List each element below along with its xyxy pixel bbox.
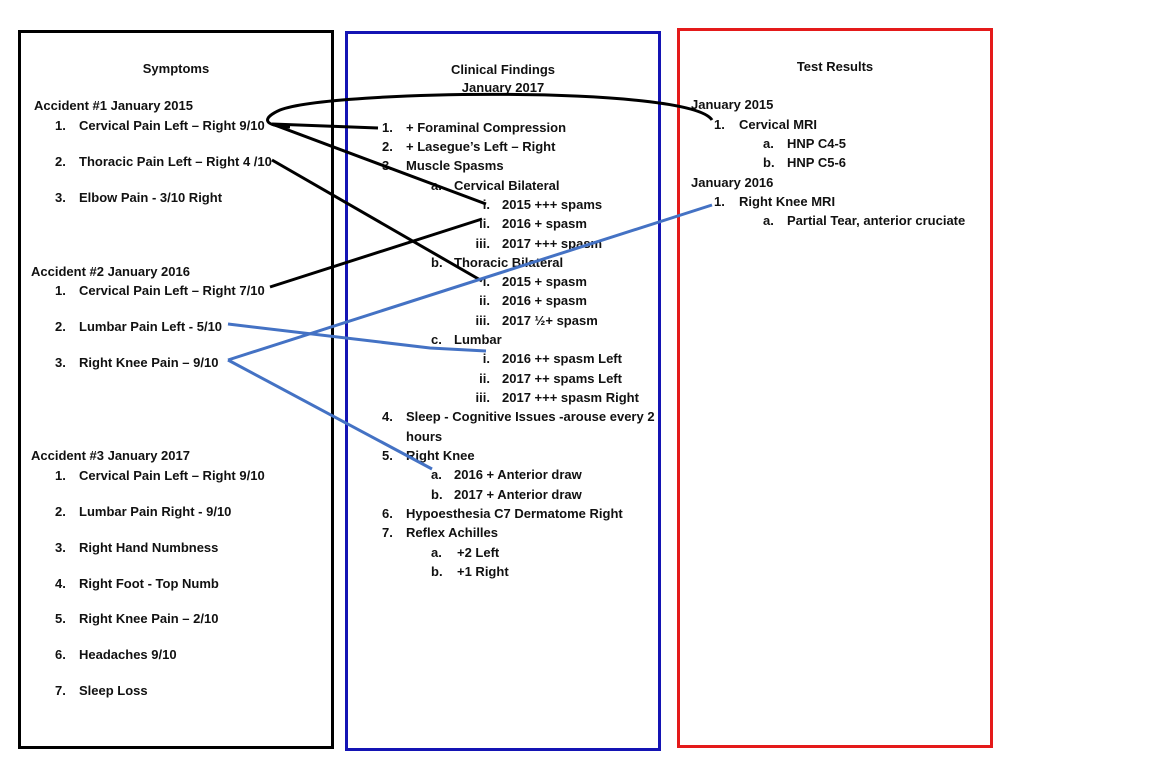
finding-subitem: 2016 + Anterior draw: [454, 467, 582, 482]
list-roman: i.: [482, 274, 490, 289]
symptom-item: Right Foot - Top Numb: [79, 576, 219, 591]
test-year-2015: January 2015: [691, 97, 774, 112]
finding-subitem: +2 Left: [457, 545, 500, 560]
symptoms-title: Symptoms: [142, 61, 210, 76]
finding-subsubitem: 2016 + spasm: [502, 216, 587, 231]
symptoms-column: [18, 30, 334, 749]
list-letter: b.: [431, 487, 443, 502]
list-letter: c.: [431, 332, 442, 347]
list-number: 5.: [55, 611, 66, 626]
list-roman: i.: [482, 197, 490, 212]
symptom-item: Right Hand Numbness: [79, 540, 219, 555]
finding-subsubitem: 2017 +++ spasm Right: [502, 390, 639, 405]
finding-subsubitem: 2015 + spasm: [502, 274, 587, 289]
list-roman: ii.: [479, 293, 490, 308]
list-letter: b.: [431, 564, 443, 579]
list-number: 3.: [55, 190, 66, 205]
list-number: 2.: [382, 139, 393, 154]
list-number: 1.: [714, 117, 725, 132]
list-number: 7.: [55, 683, 66, 698]
test-item: Right Knee MRI: [739, 194, 836, 209]
list-letter: b.: [431, 255, 443, 270]
list-number: 4.: [382, 409, 393, 424]
list-number: 3.: [382, 158, 393, 173]
test-subitem: HNP C4-5: [787, 136, 847, 151]
finding-subitem: 2017 + Anterior draw: [454, 487, 582, 502]
list-number: 1.: [55, 283, 66, 298]
finding-subitem: Cervical Bilateral: [454, 178, 560, 193]
test-subitem: Partial Tear, anterior cruciate: [787, 213, 966, 228]
finding-subitem: Lumbar: [454, 332, 502, 347]
symptom-item: Lumbar Pain Left - 5/10: [79, 319, 223, 334]
list-roman: iii.: [475, 236, 490, 251]
list-letter: a.: [431, 467, 442, 482]
list-number: 1.: [55, 118, 66, 133]
list-roman: ii.: [479, 216, 490, 231]
list-number: 2.: [55, 504, 66, 519]
symptom-item: Cervical Pain Left – Right 9/10: [79, 468, 265, 483]
accident-2-heading: Accident #2 January 2016: [31, 264, 190, 279]
symptom-item: Right Knee Pain – 2/10: [79, 611, 219, 626]
list-number: 1.: [714, 194, 725, 209]
list-number: 2.: [55, 154, 66, 169]
test-subitem: HNP C5-6: [787, 155, 847, 170]
finding-item: Muscle Spasms: [406, 158, 504, 173]
tests-title: Test Results: [796, 59, 874, 74]
symptom-item: Elbow Pain - 3/10 Right: [79, 190, 223, 205]
accident-1-heading: Accident #1 January 2015: [34, 98, 193, 113]
finding-subsubitem: 2017 +++ spasm: [502, 236, 603, 251]
finding-item: Hypoesthesia C7 Dermatome Right: [406, 506, 623, 521]
list-number: 3.: [55, 540, 66, 555]
findings-title: Clinical Findings: [450, 62, 555, 77]
list-number: 7.: [382, 525, 393, 540]
finding-subsubitem: 2016 ++ spasm Left: [502, 351, 622, 366]
finding-subitem: +1 Right: [457, 564, 509, 579]
finding-item: + Foraminal Compression: [406, 120, 567, 135]
symptom-item: Headaches 9/10: [79, 647, 177, 662]
list-number: 6.: [55, 647, 66, 662]
test-results-column: [677, 28, 993, 748]
list-letter: a.: [431, 178, 442, 193]
list-number: 2.: [55, 319, 66, 334]
test-year-2016: January 2016: [691, 175, 774, 190]
list-number: 6.: [382, 506, 393, 521]
symptom-item: Cervical Pain Left – Right 7/10: [79, 283, 265, 298]
symptom-item: Sleep Loss: [79, 683, 148, 698]
list-roman: i.: [482, 351, 490, 366]
list-roman: iii.: [475, 313, 490, 328]
finding-subsubitem: 2017 ++ spams Left: [502, 371, 622, 386]
list-number: 1.: [382, 120, 393, 135]
finding-item: Reflex Achilles: [406, 525, 499, 540]
findings-subtitle: January 2017: [461, 80, 545, 95]
finding-subsubitem: 2016 + spasm: [502, 293, 587, 308]
list-number: 4.: [55, 576, 66, 591]
test-item: Cervical MRI: [739, 117, 818, 132]
list-number: 1.: [55, 468, 66, 483]
list-letter: a.: [431, 545, 442, 560]
symptom-item: Lumbar Pain Right - 9/10: [79, 504, 232, 519]
finding-item: Sleep - Cognitive Issues -arouse every 2: [406, 409, 655, 424]
finding-item-continued: hours: [406, 429, 443, 444]
finding-subitem: Thoracic Bilateral: [454, 255, 564, 270]
symptom-item: Cervical Pain Left – Right 9/10: [79, 118, 265, 133]
symptom-item: Thoracic Pain Left – Right 4 /10: [79, 154, 272, 169]
list-letter: b.: [763, 155, 775, 170]
list-letter: a.: [763, 213, 774, 228]
list-roman: iii.: [475, 390, 490, 405]
accident-3-heading: Accident #3 January 2017: [31, 448, 190, 463]
list-number: 5.: [382, 448, 393, 463]
finding-item: Right Knee: [406, 448, 475, 463]
list-letter: a.: [763, 136, 774, 151]
finding-subsubitem: 2017 ½+ spasm: [502, 313, 598, 328]
symptom-item: Right Knee Pain – 9/10: [79, 355, 219, 370]
finding-item: + Lasegue’s Left – Right: [406, 139, 556, 154]
list-roman: ii.: [479, 371, 490, 386]
finding-subsubitem: 2015 +++ spams: [502, 197, 603, 212]
list-number: 3.: [55, 355, 66, 370]
